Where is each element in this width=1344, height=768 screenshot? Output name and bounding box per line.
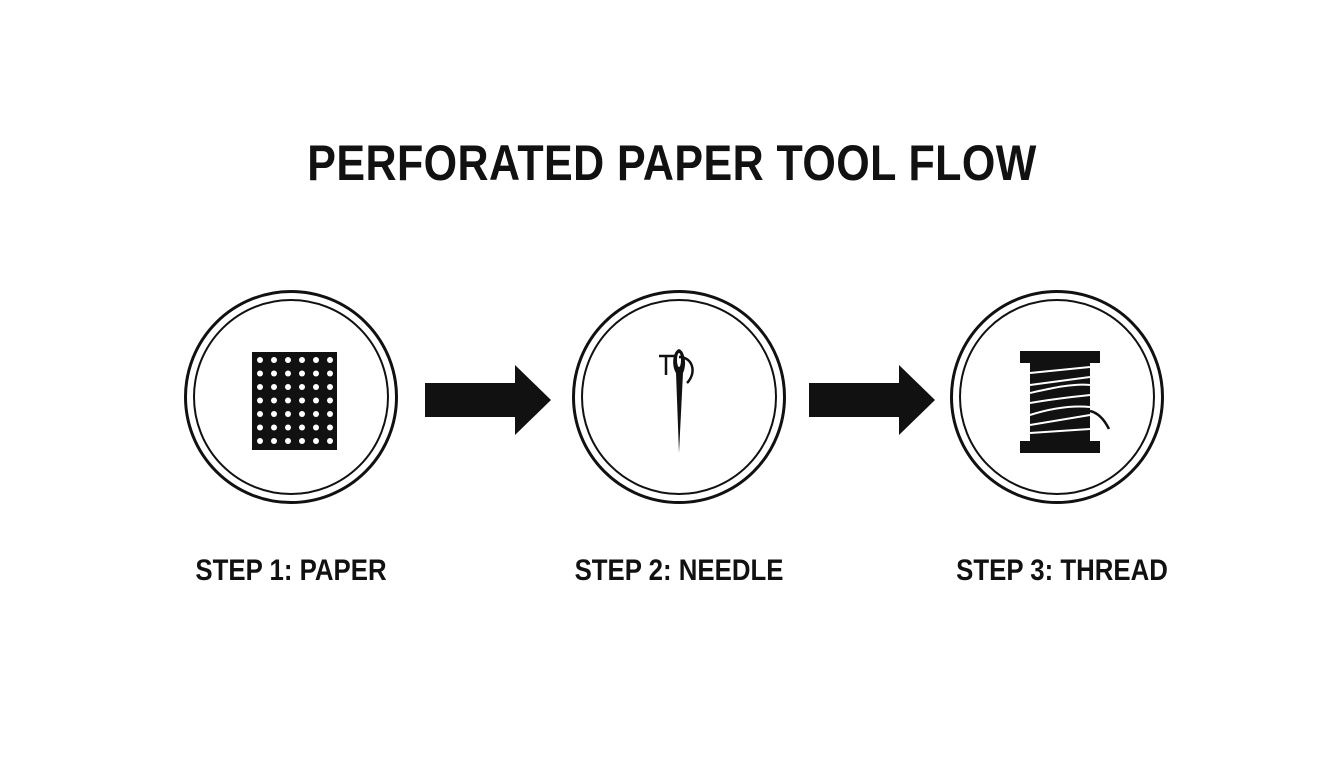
perforation-dot [299, 424, 305, 431]
perforation-dot [271, 397, 277, 404]
perforation-dot [271, 384, 277, 390]
perforation-dot [285, 438, 291, 444]
step-3-circle [950, 290, 1164, 504]
perforation-dot [313, 370, 319, 377]
perforation-dot [327, 438, 333, 444]
step-3-label: STEP 3: THREAD [956, 554, 1168, 587]
perforation-dot [271, 438, 277, 444]
perforation-dot [285, 411, 291, 417]
perforation-dot [299, 397, 305, 404]
perforation-dot [271, 411, 277, 417]
perforation-dot [257, 384, 263, 390]
perforation-dot [299, 384, 305, 390]
step-1-circle [184, 290, 398, 504]
perforation-dot [285, 384, 291, 390]
perforation-dot [257, 397, 263, 404]
perforation-dot [271, 370, 277, 377]
perforation-dot [299, 370, 305, 377]
perforation-dot [257, 411, 263, 417]
perforation-dot [327, 411, 333, 417]
perforation-dot [313, 357, 319, 363]
perforation-dot [285, 424, 291, 431]
perforation-dot [299, 411, 305, 417]
step-2-circle [572, 290, 786, 504]
step-2-label: STEP 2: NEEDLE [574, 554, 784, 587]
perforation-dot [257, 424, 263, 431]
diagram-title: PERFORATED PAPER TOOL FLOW [307, 135, 1037, 191]
perforation-dot [299, 438, 305, 444]
perforation-dot [285, 370, 291, 377]
arrow-right-icon [809, 365, 935, 435]
perforation-dot [299, 357, 305, 363]
perforation-dot [313, 438, 319, 444]
perforation-dot [313, 411, 319, 417]
perforation-dot [271, 357, 277, 363]
perforation-dot [257, 438, 263, 444]
needle-icon [659, 349, 694, 453]
perforation-dot [257, 357, 263, 363]
perforation-dot [327, 424, 333, 431]
perforation-dot [271, 424, 277, 431]
thread-spool-icon [1020, 351, 1111, 453]
perforation-dot [313, 424, 319, 431]
perforation-dot [327, 370, 333, 377]
perforation-dot [327, 384, 333, 390]
perforation-dot [327, 357, 333, 363]
perforation-dot [285, 357, 291, 363]
perforation-dot [313, 397, 319, 404]
perforated-paper-icon [252, 352, 337, 450]
arrow-right-icon [425, 365, 551, 435]
perforation-dot [313, 384, 319, 390]
perforation-dot [327, 397, 333, 404]
step-1-label: STEP 1: PAPER [195, 554, 387, 587]
perforation-dot [285, 397, 291, 404]
perforation-dot [257, 370, 263, 377]
